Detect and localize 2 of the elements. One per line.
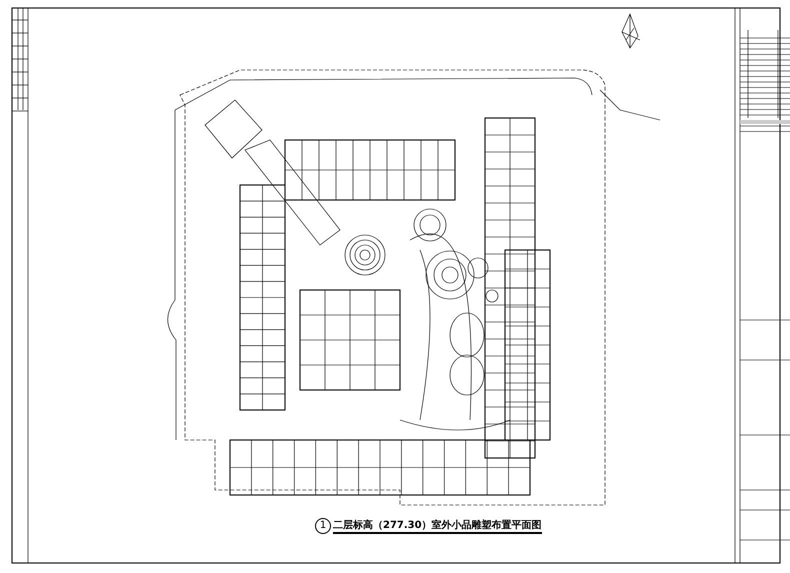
drawing-title: 二层标高（277.30）室外小品雕塑布置平面图 [333, 519, 542, 534]
callout-number: 1 [315, 518, 331, 534]
